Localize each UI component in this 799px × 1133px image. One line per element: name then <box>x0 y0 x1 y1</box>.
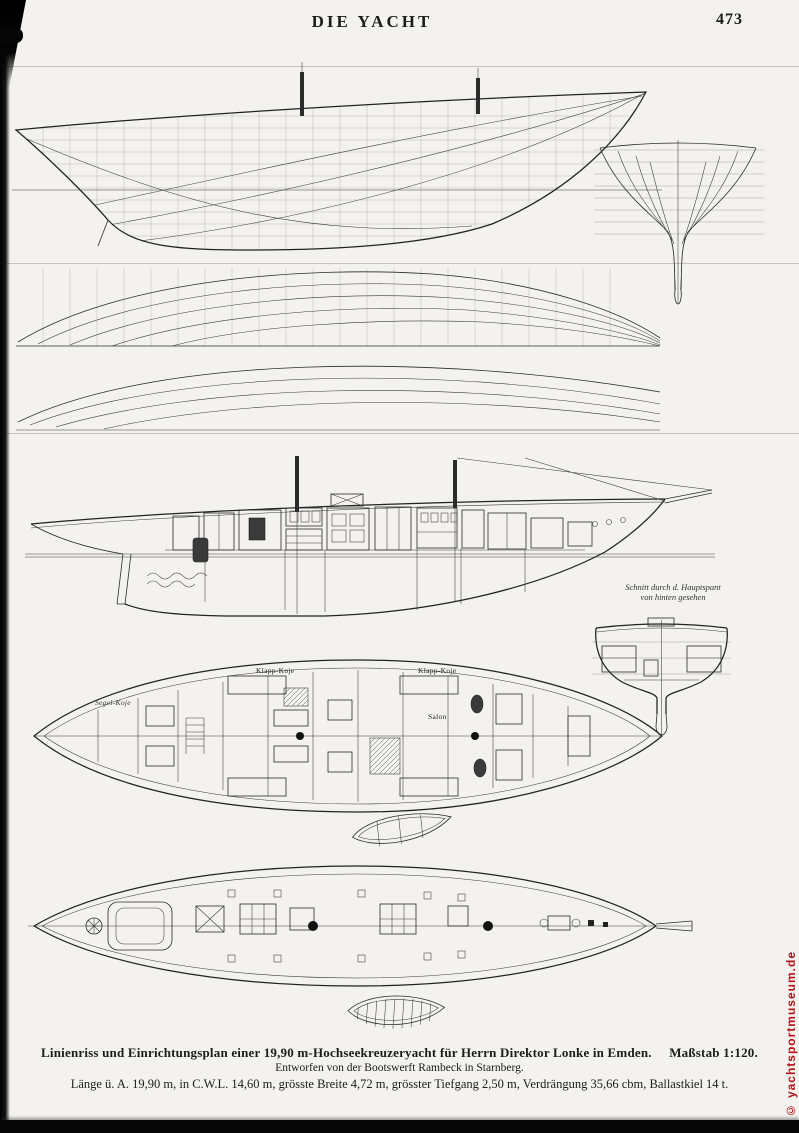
section-note: Schnitt durch d. Hauptspant von hinten g… <box>598 582 748 603</box>
binding-mark <box>0 28 23 43</box>
diagonals-drawing <box>12 350 662 434</box>
waterlines-plan-drawing <box>12 262 662 354</box>
dinghy-plan-drawing <box>346 800 458 859</box>
body-plan-drawing <box>586 136 771 308</box>
caption-dimensions: Länge ü. A. 19,90 m, in C.W.L. 14,60 m, … <box>70 1077 729 1091</box>
page-title: DIE YACHT <box>311 12 433 31</box>
dinghy-profile-drawing <box>342 980 450 1045</box>
cabin-label: Klapp-Koje <box>418 666 457 675</box>
caption-title: Linienriss und Einrichtungsplan einer 19… <box>0 1045 799 1061</box>
scan-edge-bottom <box>0 1120 799 1133</box>
lines-plan-profile-drawing <box>12 60 662 260</box>
binding-shadow-left <box>0 0 10 1133</box>
section-note-line-1: Schnitt durch d. Hauptspant <box>625 582 721 592</box>
rule-mid-1 <box>0 263 799 264</box>
caption-designer: Entworfen von der Bootswerft Rambeck in … <box>275 1062 524 1074</box>
section-note-line-2: von hinten gesehen <box>640 591 706 602</box>
cabin-label: Segel-Koje <box>95 698 131 707</box>
watermark: © yachtsportmuseum.de <box>784 950 798 1117</box>
midship-section-drawing <box>584 602 739 736</box>
cabin-label: Klapp-Koje <box>256 666 295 675</box>
rule-mid-2 <box>0 433 799 434</box>
cabin-label: Salon <box>428 712 447 721</box>
caption-title-text: Linienriss und Einrichtungsplan einer 19… <box>41 1045 652 1060</box>
page-number: 473 <box>716 11 743 28</box>
arrangement-profile-drawing <box>25 452 715 630</box>
caption-scale: Maßstab 1:120. <box>669 1045 758 1060</box>
rule-top <box>0 66 799 67</box>
deck-plan-drawing <box>28 850 696 1002</box>
arrangement-plan-drawing <box>28 650 668 822</box>
